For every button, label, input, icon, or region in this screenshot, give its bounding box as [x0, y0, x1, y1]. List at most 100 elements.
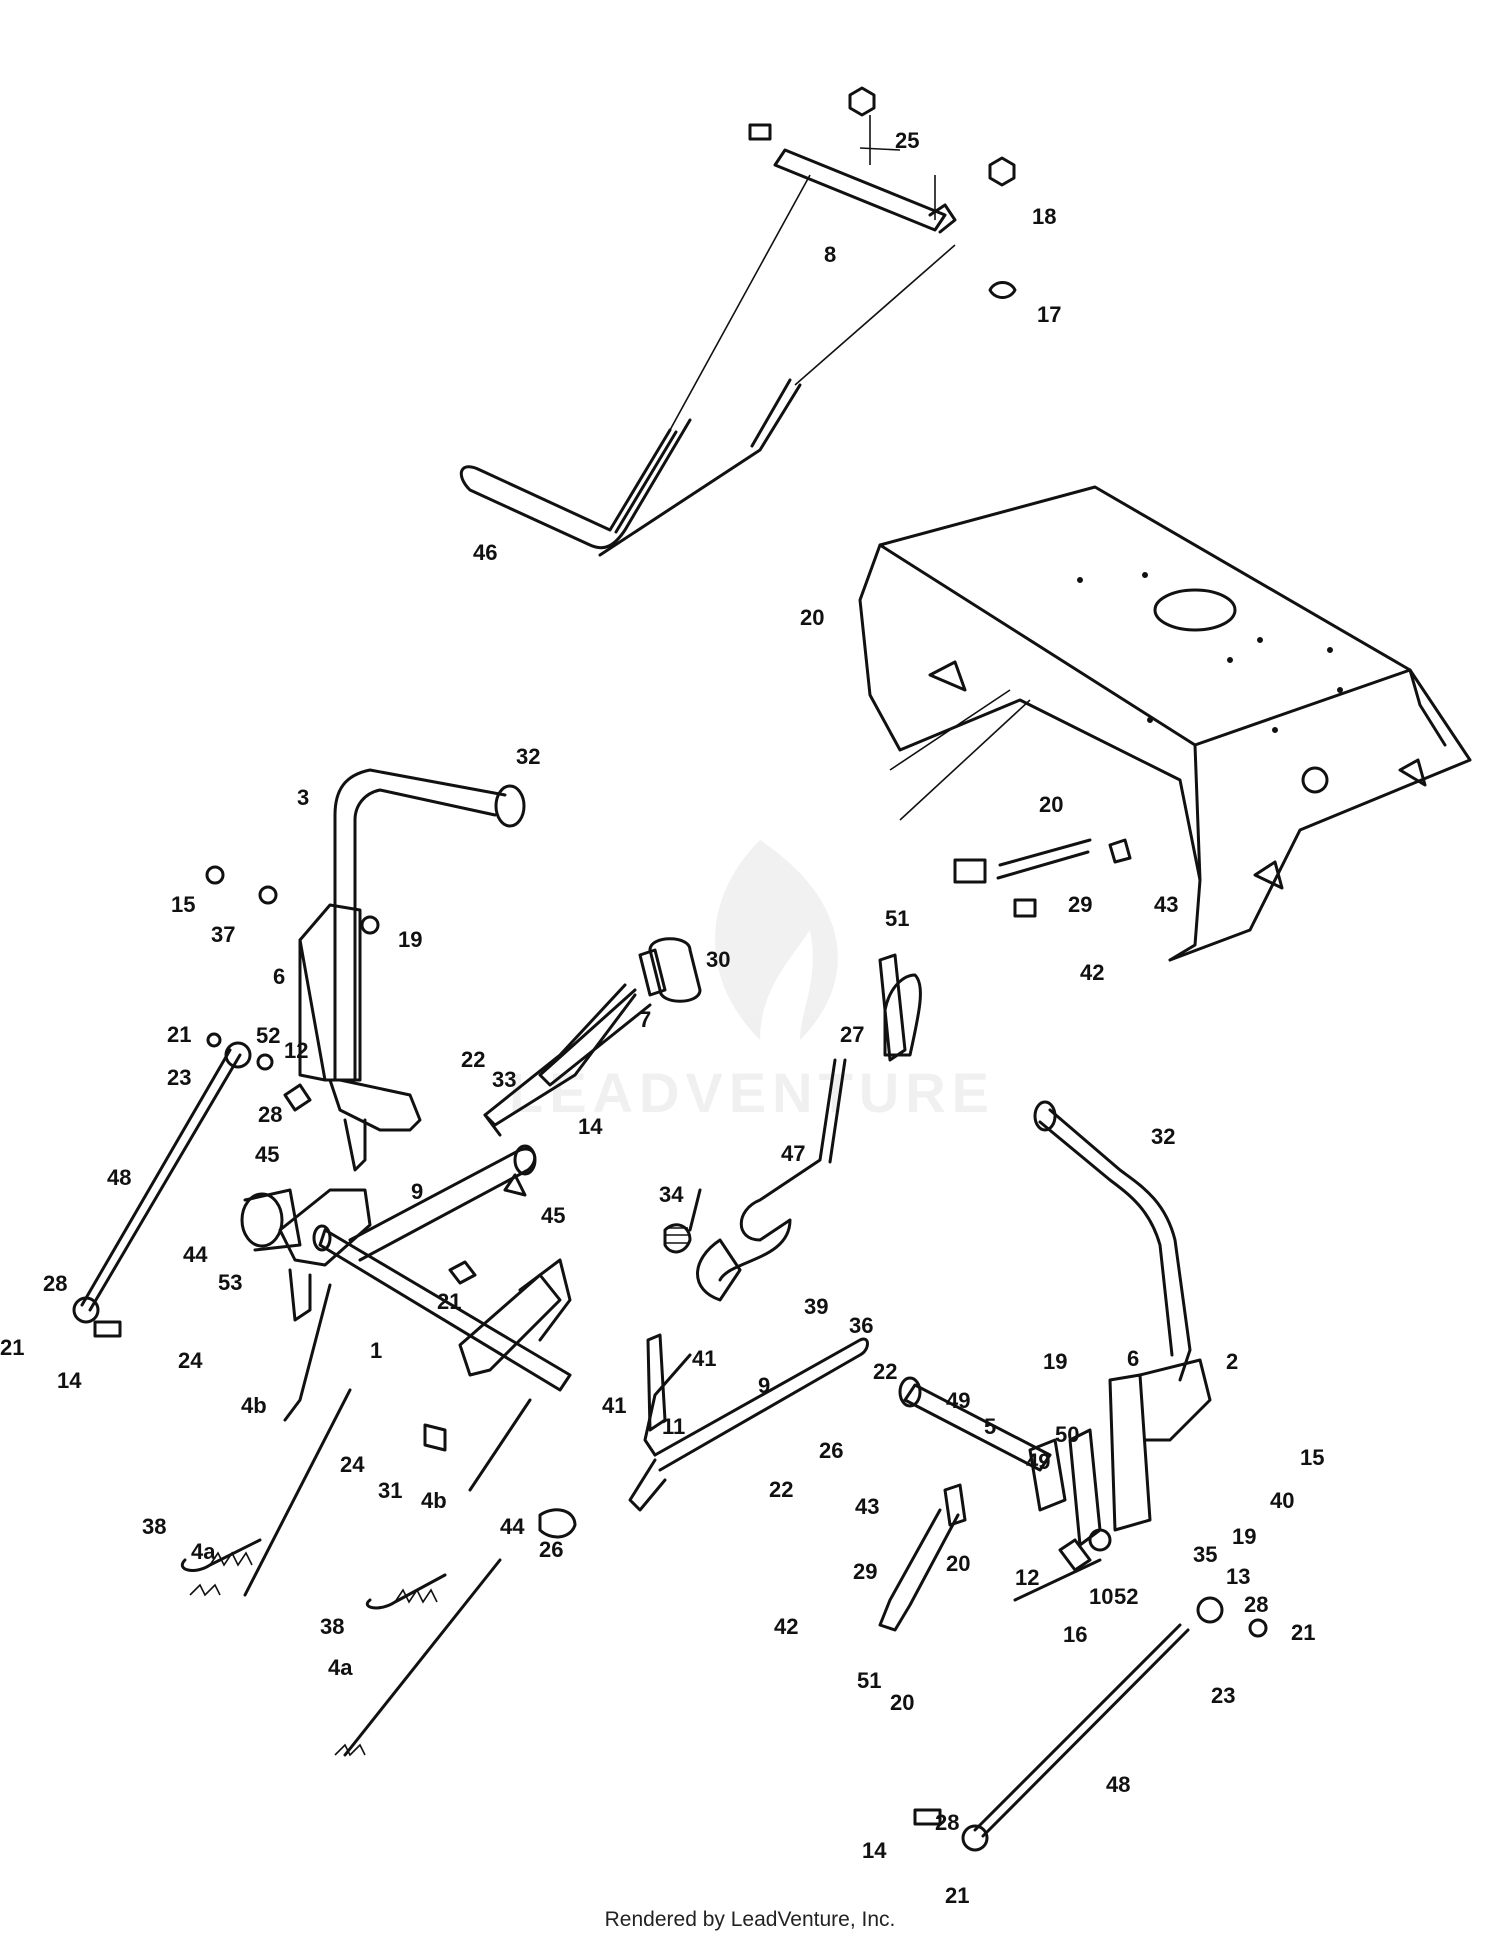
- part-number-label: 12: [284, 1038, 308, 1063]
- part-number-label: 21: [1291, 1620, 1315, 1645]
- part-number-label: 3: [297, 785, 309, 810]
- part-number-label: 50: [1055, 1422, 1079, 1447]
- part-number-label: 14: [578, 1114, 603, 1139]
- part-number-label: 32: [516, 744, 540, 769]
- part-number-label: 49: [946, 1388, 970, 1413]
- part-number-label: 28: [258, 1102, 282, 1127]
- right-link-rod: [913, 1596, 1268, 1852]
- part-number-label: 9: [411, 1179, 423, 1204]
- part-number-label: 16: [1063, 1622, 1087, 1647]
- part-number-label: 52: [1114, 1584, 1138, 1609]
- part-number-label: 21: [0, 1335, 24, 1360]
- part-number-label: 14: [862, 1838, 887, 1863]
- part-number-label: 52: [256, 1023, 280, 1048]
- part-number-label: 48: [1106, 1772, 1130, 1797]
- part-number-label: 6: [1127, 1346, 1139, 1371]
- part-number-label: 37: [211, 922, 235, 947]
- part-number-label: 40: [1270, 1488, 1294, 1513]
- part-number-label: 8: [824, 242, 836, 267]
- part-number-label: 29: [1068, 892, 1092, 917]
- part-number-label: 20: [800, 605, 824, 630]
- part-number-label: 43: [855, 1494, 879, 1519]
- part-number-label: 24: [178, 1348, 203, 1373]
- part-number-label: 20: [946, 1551, 970, 1576]
- part-number-label: 43: [1154, 892, 1178, 917]
- part-number-label: 21: [945, 1883, 969, 1908]
- part-number-label: 44: [183, 1242, 208, 1267]
- part-number-label: 2: [1226, 1349, 1238, 1374]
- part-number-label: 51: [885, 906, 909, 931]
- part-number-label: 9: [758, 1373, 770, 1398]
- right-shaft-assembly: [878, 838, 1132, 1632]
- part-number-label: 38: [320, 1614, 344, 1639]
- part-number-label: 14: [57, 1368, 82, 1393]
- lift-shaft-assembly: [240, 948, 907, 1512]
- part-number-label: 15: [171, 892, 195, 917]
- part-number-label: 27: [840, 1022, 864, 1047]
- flame-logo-icon: [715, 840, 838, 1040]
- part-number-label: 20: [890, 1690, 914, 1715]
- part-number-label: 42: [774, 1614, 798, 1639]
- frame-plate: [858, 485, 1472, 962]
- part-number-label: 19: [1232, 1524, 1256, 1549]
- part-number-label: 34: [659, 1182, 684, 1207]
- part-number-label: 19: [1043, 1349, 1067, 1374]
- part-number-label: 51: [857, 1668, 881, 1693]
- part-number-label: 6: [273, 964, 285, 989]
- part-number-label: 21: [437, 1289, 461, 1314]
- part-number-label: 10: [1089, 1584, 1113, 1609]
- part-number-label: 29: [853, 1559, 877, 1584]
- part-number-label: 21: [167, 1022, 191, 1047]
- part-number-label: 22: [873, 1359, 897, 1384]
- part-number-label: 15: [1300, 1445, 1324, 1470]
- part-number-label: 53: [218, 1270, 242, 1295]
- part-number-label: 35: [1193, 1542, 1217, 1567]
- part-number-label: 45: [255, 1142, 279, 1167]
- part-number-label: 49: [1026, 1449, 1050, 1474]
- part-number-label: 48: [107, 1165, 131, 1190]
- part-number-label: 41: [692, 1346, 716, 1371]
- part-number-label: 4b: [421, 1488, 447, 1513]
- part-number-label: 23: [167, 1065, 191, 1090]
- part-number-label: 26: [539, 1537, 563, 1562]
- lift-handle-assembly: [459, 86, 1017, 557]
- part-number-label: 47: [781, 1141, 805, 1166]
- part-number-label: 28: [43, 1271, 67, 1296]
- part-number-label: 22: [461, 1047, 485, 1072]
- part-number-label: 26: [819, 1438, 843, 1463]
- part-number-label: 17: [1037, 302, 1061, 327]
- part-number-label: 20: [1039, 792, 1063, 817]
- small-hardware: [423, 937, 922, 1539]
- part-number-label: 28: [935, 1810, 959, 1835]
- part-number-label: 23: [1211, 1683, 1235, 1708]
- left-link-rod: [72, 1032, 274, 1338]
- springs-and-rods: [181, 1283, 532, 1757]
- part-number-label: 41: [602, 1393, 626, 1418]
- part-number-label: 33: [492, 1067, 516, 1092]
- part-number-label: 44: [500, 1514, 525, 1539]
- right-lift-lever: [1013, 1100, 1212, 1602]
- part-number-label: 42: [1080, 960, 1104, 985]
- part-number-label: 13: [1226, 1564, 1250, 1589]
- footer-credit: Rendered by LeadVenture, Inc.: [604, 1908, 896, 1931]
- part-number-label: 5: [984, 1414, 996, 1439]
- part-number-label: 39: [804, 1294, 828, 1319]
- left-lift-lever: [205, 768, 526, 1172]
- part-number-label: 4a: [191, 1539, 216, 1564]
- part-number-label: 25: [895, 128, 919, 153]
- part-number-label: 19: [398, 927, 422, 952]
- part-number-label: 31: [378, 1478, 402, 1503]
- part-number-label: 1: [370, 1338, 382, 1363]
- part-number-label: 46: [473, 540, 497, 565]
- pedal-arm: [483, 983, 637, 1137]
- part-number-label: 24: [340, 1452, 365, 1477]
- part-number-label: 4a: [328, 1655, 353, 1680]
- part-number-label: 22: [769, 1477, 793, 1502]
- part-number-label: 28: [1244, 1592, 1268, 1617]
- part-number-label: 4b: [241, 1393, 267, 1418]
- part-number-label: 18: [1032, 204, 1056, 229]
- watermark-text: LEADVENTURE: [509, 1061, 995, 1124]
- part-number-label: 30: [706, 947, 730, 972]
